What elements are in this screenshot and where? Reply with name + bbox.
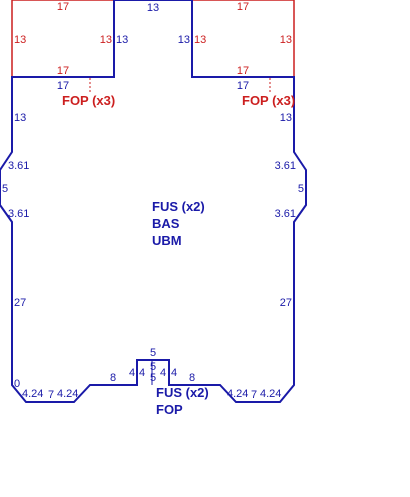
left-flap-bottom-dim: 17 [57, 65, 69, 77]
left-lower-dim: 27 [14, 297, 26, 309]
left-flap-left-dim: 13 [14, 34, 26, 46]
center-label-line-2: BAS [152, 216, 180, 231]
left-inner-dim: 8 [110, 372, 116, 384]
center-label-line-1: FUS (x2) [152, 199, 205, 214]
right-bevel-bottom-dim: 3.61 [275, 208, 296, 220]
tab-r2-dim: 4 [171, 367, 177, 379]
right-flap-left-dim: 13 [194, 34, 206, 46]
center-label-line-3: UBM [152, 233, 182, 248]
left-under-flap-dim: 17 [57, 80, 69, 92]
right-foot-b-dim: 7 [251, 389, 257, 401]
bottom-label-line-1: FUS (x2) [156, 385, 209, 400]
tab-mid-bottom-dim: 5 [150, 372, 156, 384]
right-flap-bottom-dim: 17 [237, 65, 249, 77]
left-corner-dim: 0 [14, 378, 20, 390]
right-upper-dim: 13 [280, 112, 292, 124]
tab-l2-dim: 4 [139, 367, 145, 379]
tab-l1-dim: 4 [129, 367, 135, 379]
right-lower-dim: 27 [280, 297, 292, 309]
left-upper-dim: 13 [14, 112, 26, 124]
right-flap-right-dim: 13 [280, 34, 292, 46]
right-bevel-top-dim: 3.61 [275, 160, 296, 172]
fop-right-label: FOP (x3) [242, 93, 295, 108]
right-under-flap-dim: 17 [237, 80, 249, 92]
fop-left-label: FOP (x3) [62, 93, 115, 108]
tab-top-dim: 5 [150, 347, 156, 359]
left-bevel-bottom-dim: 3.61 [8, 208, 29, 220]
left-notch-dim: 5 [2, 183, 8, 195]
left-bevel-top-dim: 3.61 [8, 160, 29, 172]
right-inner-dim: 8 [189, 372, 195, 384]
main-outline [0, 0, 307, 403]
left-foot-c-dim: 4.24 [57, 388, 78, 400]
top-gap-dim: 13 [147, 2, 159, 14]
right-foot-a-dim: 4.24 [227, 388, 248, 400]
left-foot-b-dim: 7 [48, 389, 54, 401]
right-notch-dim: 5 [298, 183, 304, 195]
bottom-label-line-2: FOP [156, 402, 183, 417]
right-foot-c-dim: 4.24 [260, 388, 281, 400]
tab-mid-top-dim: 5 [150, 361, 156, 373]
left-foot-a-dim: 4.24 [22, 388, 43, 400]
left-flap-top-dim: 17 [57, 1, 69, 13]
left-flap-right-dim: 13 [100, 34, 112, 46]
gap-right-dim: 13 [178, 34, 190, 46]
tab-r1-dim: 4 [160, 367, 166, 379]
right-flap-top-dim: 17 [237, 1, 249, 13]
gap-left-dim: 13 [116, 34, 128, 46]
